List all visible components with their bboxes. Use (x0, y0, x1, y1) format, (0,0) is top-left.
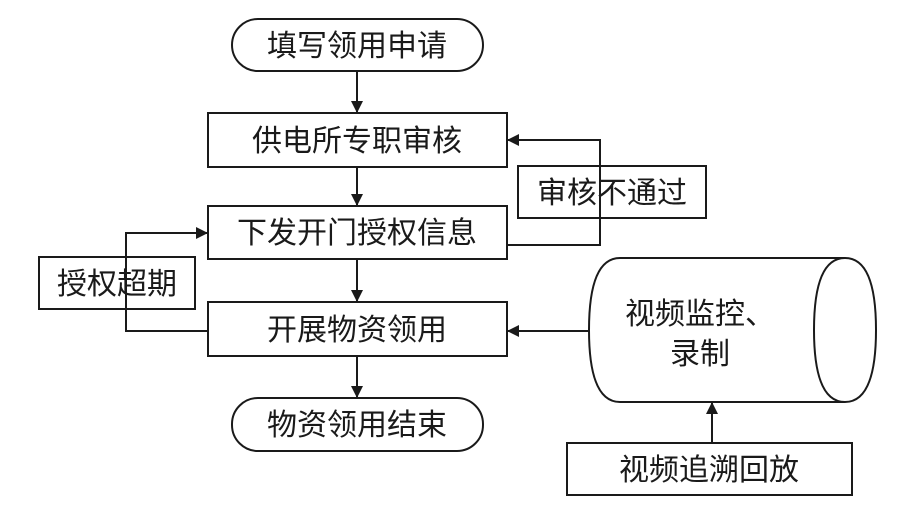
collect-node: 开展物资领用 (207, 301, 508, 357)
reject-node-label: 审核不通过 (537, 176, 687, 211)
reject-node: 审核不通过 (517, 165, 707, 219)
edge-expired-loop (125, 227, 208, 332)
authorize-node-label: 下发开门授权信息 (237, 216, 477, 251)
expired-node: 授权超期 (38, 256, 196, 310)
start-node: 填写领用申请 (231, 18, 484, 72)
expired-node-label: 授权超期 (57, 267, 177, 302)
start-node-label: 填写领用申请 (267, 29, 447, 64)
collect-node-label: 开展物资领用 (267, 313, 447, 348)
review-node-label: 供电所专职审核 (252, 124, 462, 159)
playback-node: 视频追溯回放 (566, 442, 853, 496)
authorize-node: 下发开门授权信息 (207, 205, 508, 260)
review-node: 供电所专职审核 (207, 112, 508, 168)
monitor-node-label-line2: 录制 (670, 337, 730, 372)
end-node: 物资领用结束 (231, 397, 484, 452)
monitor-node-label-line1: 视频监控、 (625, 297, 775, 332)
monitor-node: 视频监控、 录制 (587, 257, 878, 403)
end-node-label: 物资领用结束 (267, 408, 447, 443)
playback-node-label: 视频追溯回放 (619, 453, 799, 488)
edge-reject-loop (507, 134, 601, 246)
